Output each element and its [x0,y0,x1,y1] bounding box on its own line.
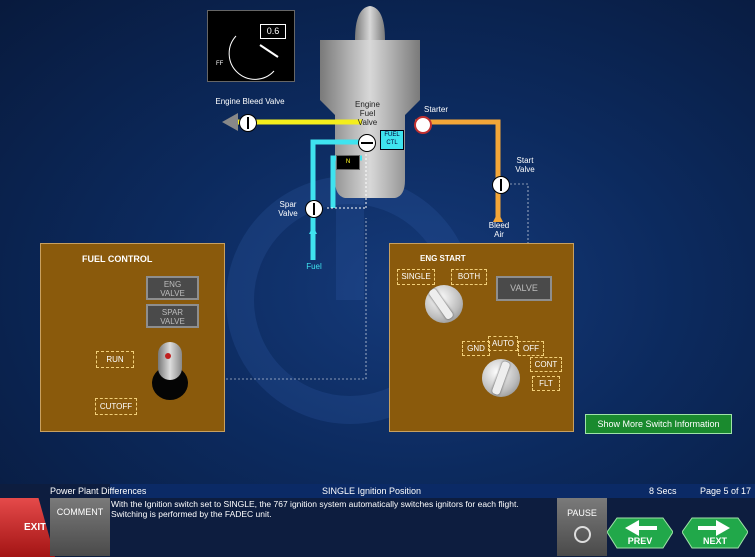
flt-position-button[interactable]: FLT [532,376,560,391]
next-button[interactable]: NEXT [682,510,748,550]
both-position-button[interactable]: BOTH [451,269,487,285]
fuel-ctl-box: FUEL CTL [380,130,404,150]
start-valve-label: Start Valve [515,156,535,174]
engine-fuel-valve-label: Engine Fuel Valve [355,100,380,127]
spar-valve-light: SPAR VALVE [146,304,199,328]
starter-icon [414,116,432,134]
stage: 0.6 FF FUEL [0,0,755,484]
spar-valve-icon[interactable] [305,200,323,218]
bleed-air-label: Bleed Air [488,221,510,239]
ignitor-icon: ᴺ [336,155,360,170]
pause-button[interactable]: PAUSE [557,498,607,556]
next-label: NEXT [702,536,727,546]
engine-bleed-valve-icon[interactable] [239,114,257,132]
eng-start-title: ENG START [420,254,466,263]
eng-start-panel [389,243,574,432]
engine-fuel-valve-icon[interactable] [358,134,376,152]
course-title: Power Plant Differences [50,486,147,496]
fuel-control-title: FUEL CONTROL [82,254,153,264]
topic-title: SINGLE Ignition Position [322,486,422,496]
start-selector-knob-icon[interactable] [482,359,520,397]
gauge-dial-icon [228,35,279,80]
engine-bleed-valve-label: Engine Bleed Valve [215,97,285,106]
narration-text: With the Ignition switch set to SINGLE, … [111,499,519,519]
auto-position-button[interactable]: AUTO [488,336,518,351]
exit-label: EXIT [24,522,47,533]
fuel-control-panel [40,243,225,432]
replay-icon[interactable] [573,526,591,543]
valve-light: VALVE [496,276,552,301]
gnd-position-button[interactable]: GND [462,341,490,356]
gauge-value: 0.6 [260,24,286,39]
comment-label: COMMENT [56,507,104,517]
run-position-button[interactable]: RUN [96,351,134,368]
fuel-flow-gauge: 0.6 FF [207,10,295,82]
cutoff-position-button[interactable]: CUTOFF [95,398,137,415]
starter-label: Starter [423,105,448,114]
prev-arrow-icon [607,517,673,549]
off-position-button[interactable]: OFF [518,341,544,356]
eng-valve-light: ENG VALVE [146,276,199,300]
elapsed-time: 8 Secs [649,486,677,496]
fuel-label: Fuel [306,262,322,271]
comment-button[interactable]: COMMENT [50,498,110,556]
ignition-selector-knob-icon[interactable] [425,285,463,323]
cont-position-button[interactable]: CONT [530,357,562,372]
prev-label: PREV [627,536,653,546]
show-more-switch-info-button[interactable]: Show More Switch Information [585,414,732,434]
gauge-label: FF [216,61,224,67]
status-strip [110,484,755,498]
page-indicator: Page 5 of 17 [700,486,752,496]
fuel-control-switch-icon[interactable] [150,338,190,402]
spar-valve-label: Spar Valve [278,200,298,218]
next-arrow-icon [682,517,748,549]
single-position-button[interactable]: SINGLE [397,269,435,285]
start-valve-icon[interactable] [492,176,510,194]
prev-button[interactable]: PREV [607,510,673,550]
pause-label: PAUSE [567,508,597,518]
